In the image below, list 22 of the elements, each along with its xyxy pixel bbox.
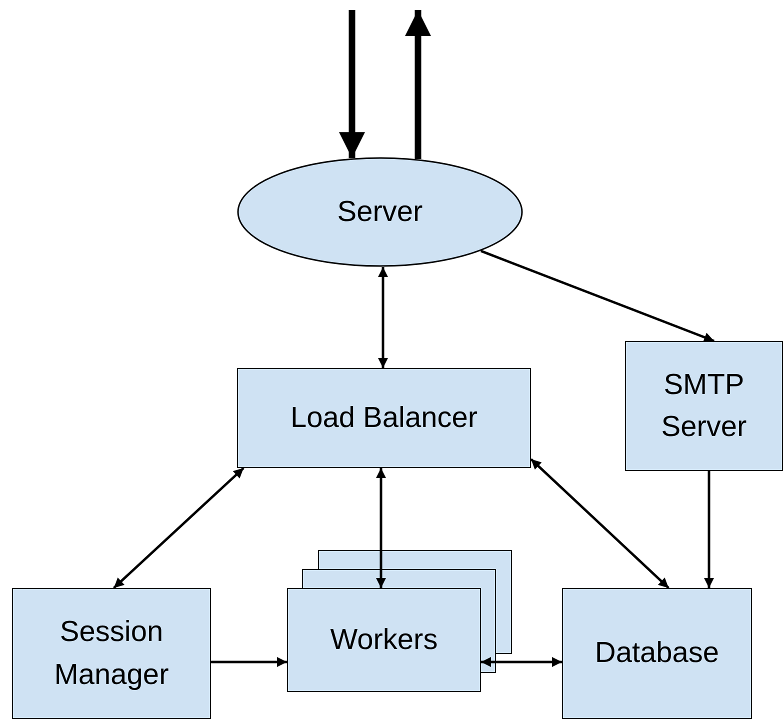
node-label: Session Manager <box>53 615 170 692</box>
node-label: Workers <box>330 622 438 658</box>
arrow <box>378 267 388 368</box>
arrow <box>211 657 287 667</box>
arrow <box>704 471 714 588</box>
process-box <box>625 341 783 471</box>
arrow <box>530 458 670 589</box>
process-box <box>12 588 211 719</box>
arrow <box>405 10 431 159</box>
arrow <box>112 467 244 589</box>
arrow <box>339 10 365 158</box>
arrow <box>376 468 386 588</box>
node-label: Server <box>337 194 423 230</box>
node-label: Database <box>594 636 720 672</box>
node-label: Load Balancer <box>290 400 478 436</box>
process-box <box>287 588 481 692</box>
process-box <box>562 588 752 719</box>
node-label: SMTP Server <box>660 368 748 445</box>
server-ellipse <box>237 157 523 267</box>
process-box <box>237 368 531 468</box>
arrow <box>481 657 562 667</box>
arrow <box>480 250 715 342</box>
